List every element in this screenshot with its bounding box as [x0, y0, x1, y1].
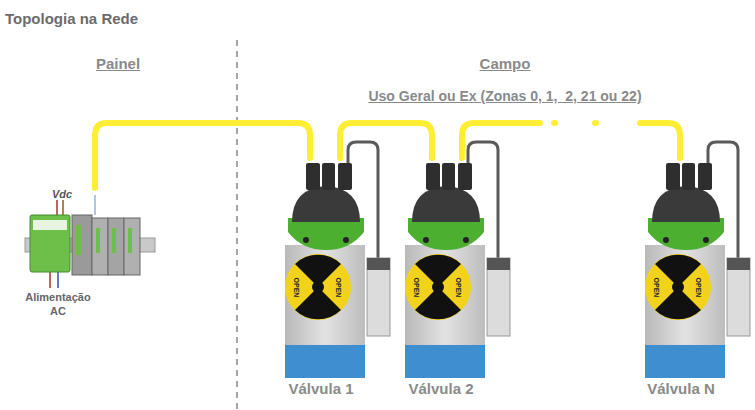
section-label: Painel [96, 55, 140, 72]
valve-unit: Válvula N [645, 158, 755, 403]
valve-unit: Válvula 2 [405, 158, 515, 403]
dial-label: OPEN [414, 277, 421, 297]
panel-assembly: VdcAlimentação AC [15, 188, 135, 323]
cable-segment [640, 123, 680, 158]
valve-drawing [645, 142, 750, 378]
valve-label: Válvula N [647, 380, 715, 397]
cable-segment [554, 120, 630, 126]
dial-label: OPEN [336, 277, 343, 297]
cable-segment [95, 123, 310, 188]
supply-label: Alimentação AC [18, 290, 98, 318]
dial-label: OPEN [696, 277, 703, 297]
fieldbus-cable [462, 123, 680, 158]
valve-drawing [405, 142, 510, 378]
fieldbus-cable [95, 123, 310, 188]
voltage-label: Vdc [52, 188, 72, 200]
dial-label: OPEN [456, 277, 463, 297]
valve-label: Válvula 1 [288, 380, 353, 397]
cable-segment [462, 123, 540, 158]
cable-segment [340, 123, 432, 158]
valve-drawing [285, 142, 390, 378]
fieldbus-cable [340, 123, 432, 158]
section-label: Uso Geral ou Ex (Zonas 0, 1, 2, 21 ou 22… [368, 88, 641, 104]
separator-line [236, 40, 238, 410]
valve-label: Válvula 2 [408, 380, 473, 397]
valve-unit: Válvula 1 [285, 158, 395, 403]
dial-label: OPEN [654, 277, 661, 297]
panel-drawing [25, 195, 155, 288]
section-label: Campo [480, 55, 531, 72]
diagram-title: Topologia na Rede [5, 10, 138, 27]
dial-label: OPEN [294, 277, 301, 297]
